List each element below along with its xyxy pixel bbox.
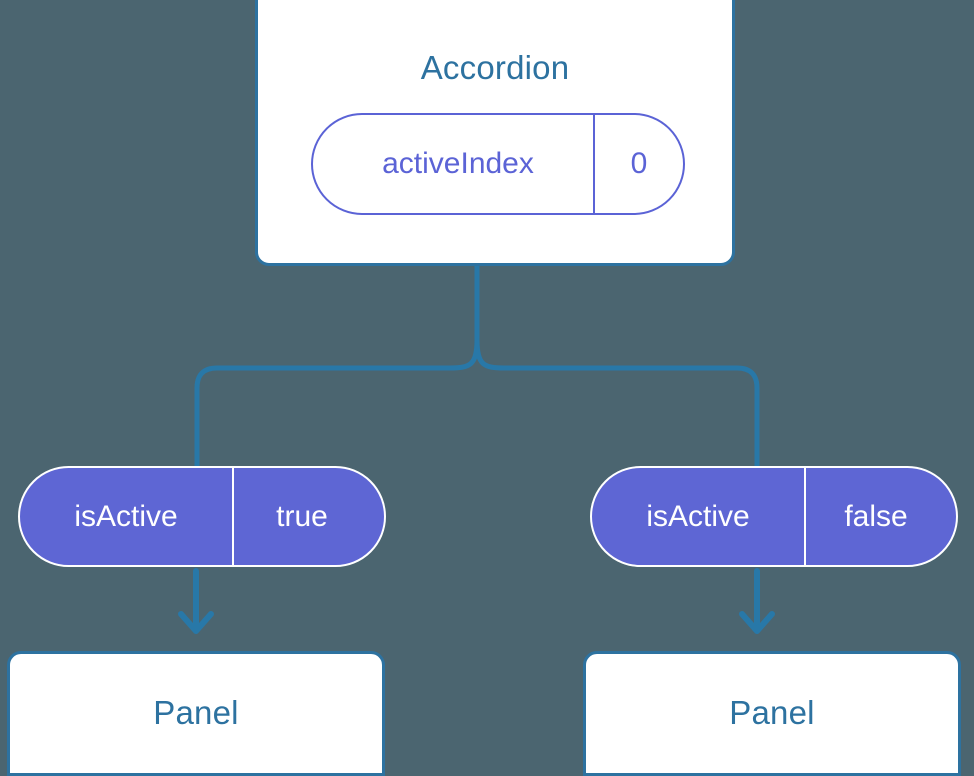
prop-pill-value: false xyxy=(844,499,908,533)
accordion-card-title: Accordion xyxy=(420,49,570,86)
connector-branch-right xyxy=(474,337,760,469)
state-pill-key: activeIndex xyxy=(313,115,595,213)
panel-card-right[interactable]: Panel xyxy=(583,651,961,776)
panel-card-left-title: Panel xyxy=(153,694,239,731)
panel-card-left[interactable]: Panel xyxy=(7,651,385,776)
state-pill-active-index[interactable]: activeIndex 0 xyxy=(311,113,685,215)
prop-pill-is-active-false[interactable]: isActive false xyxy=(590,466,958,567)
accordion-card[interactable]: Accordion activeIndex 0 xyxy=(255,0,735,266)
prop-pill-value: true xyxy=(276,499,328,533)
state-pill-value: 0 xyxy=(630,147,648,180)
connector-branch-left xyxy=(194,337,480,469)
prop-pill-key: isActive xyxy=(592,468,806,565)
arrow-right-head xyxy=(739,611,775,634)
panel-card-right-title: Panel xyxy=(729,694,815,731)
prop-pill-is-active-true[interactable]: isActive true xyxy=(18,466,386,567)
prop-pill-key: isActive xyxy=(20,468,234,565)
arrow-left-head xyxy=(178,611,214,634)
